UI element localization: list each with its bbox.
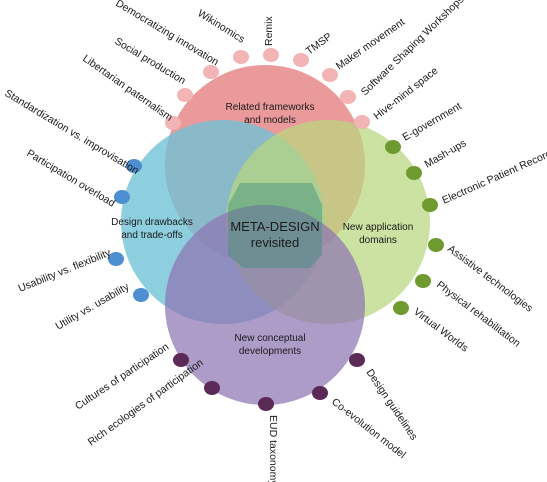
circle-bottom-label-1: New conceptual — [234, 333, 305, 344]
left-item-label: Usability vs. flexibility — [17, 246, 114, 294]
right-dots — [385, 140, 444, 315]
left-dot — [108, 252, 124, 266]
right-dot — [393, 301, 409, 315]
circle-bottom-label-2: developments — [239, 346, 301, 357]
left-dot — [133, 288, 149, 302]
right-item-label: Virtual Worlds — [411, 306, 470, 355]
top-item-label: TMSP — [304, 31, 335, 58]
right-dot — [428, 238, 444, 252]
left-dot — [126, 159, 142, 173]
bottom-dot — [258, 397, 274, 411]
right-item-label: Mash-ups — [423, 137, 469, 170]
bottom-dot — [173, 353, 189, 367]
circle-right-label-1: New application — [343, 222, 414, 233]
left-item-label: Utility vs. usability — [54, 280, 132, 332]
right-item-label: Electronic Patient Record — [440, 148, 547, 207]
top-dot — [203, 65, 219, 79]
circle-top-label-2: and models — [244, 115, 296, 126]
top-dot — [165, 116, 181, 130]
top-dot — [322, 68, 338, 82]
top-dots — [165, 48, 370, 130]
center-title-line-1: META-DESIGN — [230, 219, 319, 234]
bottom-item-label: Rich ecologies of participation — [86, 357, 206, 449]
right-dot — [385, 140, 401, 154]
top-dot — [177, 88, 193, 102]
left-dot — [114, 190, 130, 204]
bottom-dot — [312, 386, 328, 400]
top-dot — [233, 50, 249, 64]
circle-left-label-2: and trade-offs — [121, 230, 183, 241]
top-dot — [293, 53, 309, 67]
circle-top-label-1: Related frameworks — [226, 102, 315, 113]
left-dots — [108, 159, 149, 302]
top-item-label: Remix — [263, 15, 275, 46]
top-dot — [354, 115, 370, 129]
bottom-dot — [204, 381, 220, 395]
top-item-label: Wikinomics — [195, 7, 246, 45]
top-dot — [340, 90, 356, 104]
bottom-item-label: EUD taxonomy — [267, 415, 279, 482]
bottom-dots — [173, 353, 365, 411]
center-title-line-2: revisited — [251, 235, 299, 250]
center-shape — [228, 183, 322, 268]
top-dot — [263, 48, 279, 62]
circle-left-label-1: Design drawbacks — [111, 217, 193, 228]
right-item-label: E-government — [401, 100, 464, 143]
circle-right-label-2: domains — [359, 235, 397, 246]
right-dot — [422, 198, 438, 212]
right-dot — [415, 274, 431, 288]
circle-group — [121, 65, 430, 405]
circle-bottom — [165, 205, 365, 405]
left-item-label: Standardization vs. improvisation — [2, 87, 140, 177]
left-labels: Standardization vs. improvisation Partic… — [2, 87, 140, 332]
right-dot — [406, 166, 422, 180]
bottom-dot — [349, 353, 365, 367]
